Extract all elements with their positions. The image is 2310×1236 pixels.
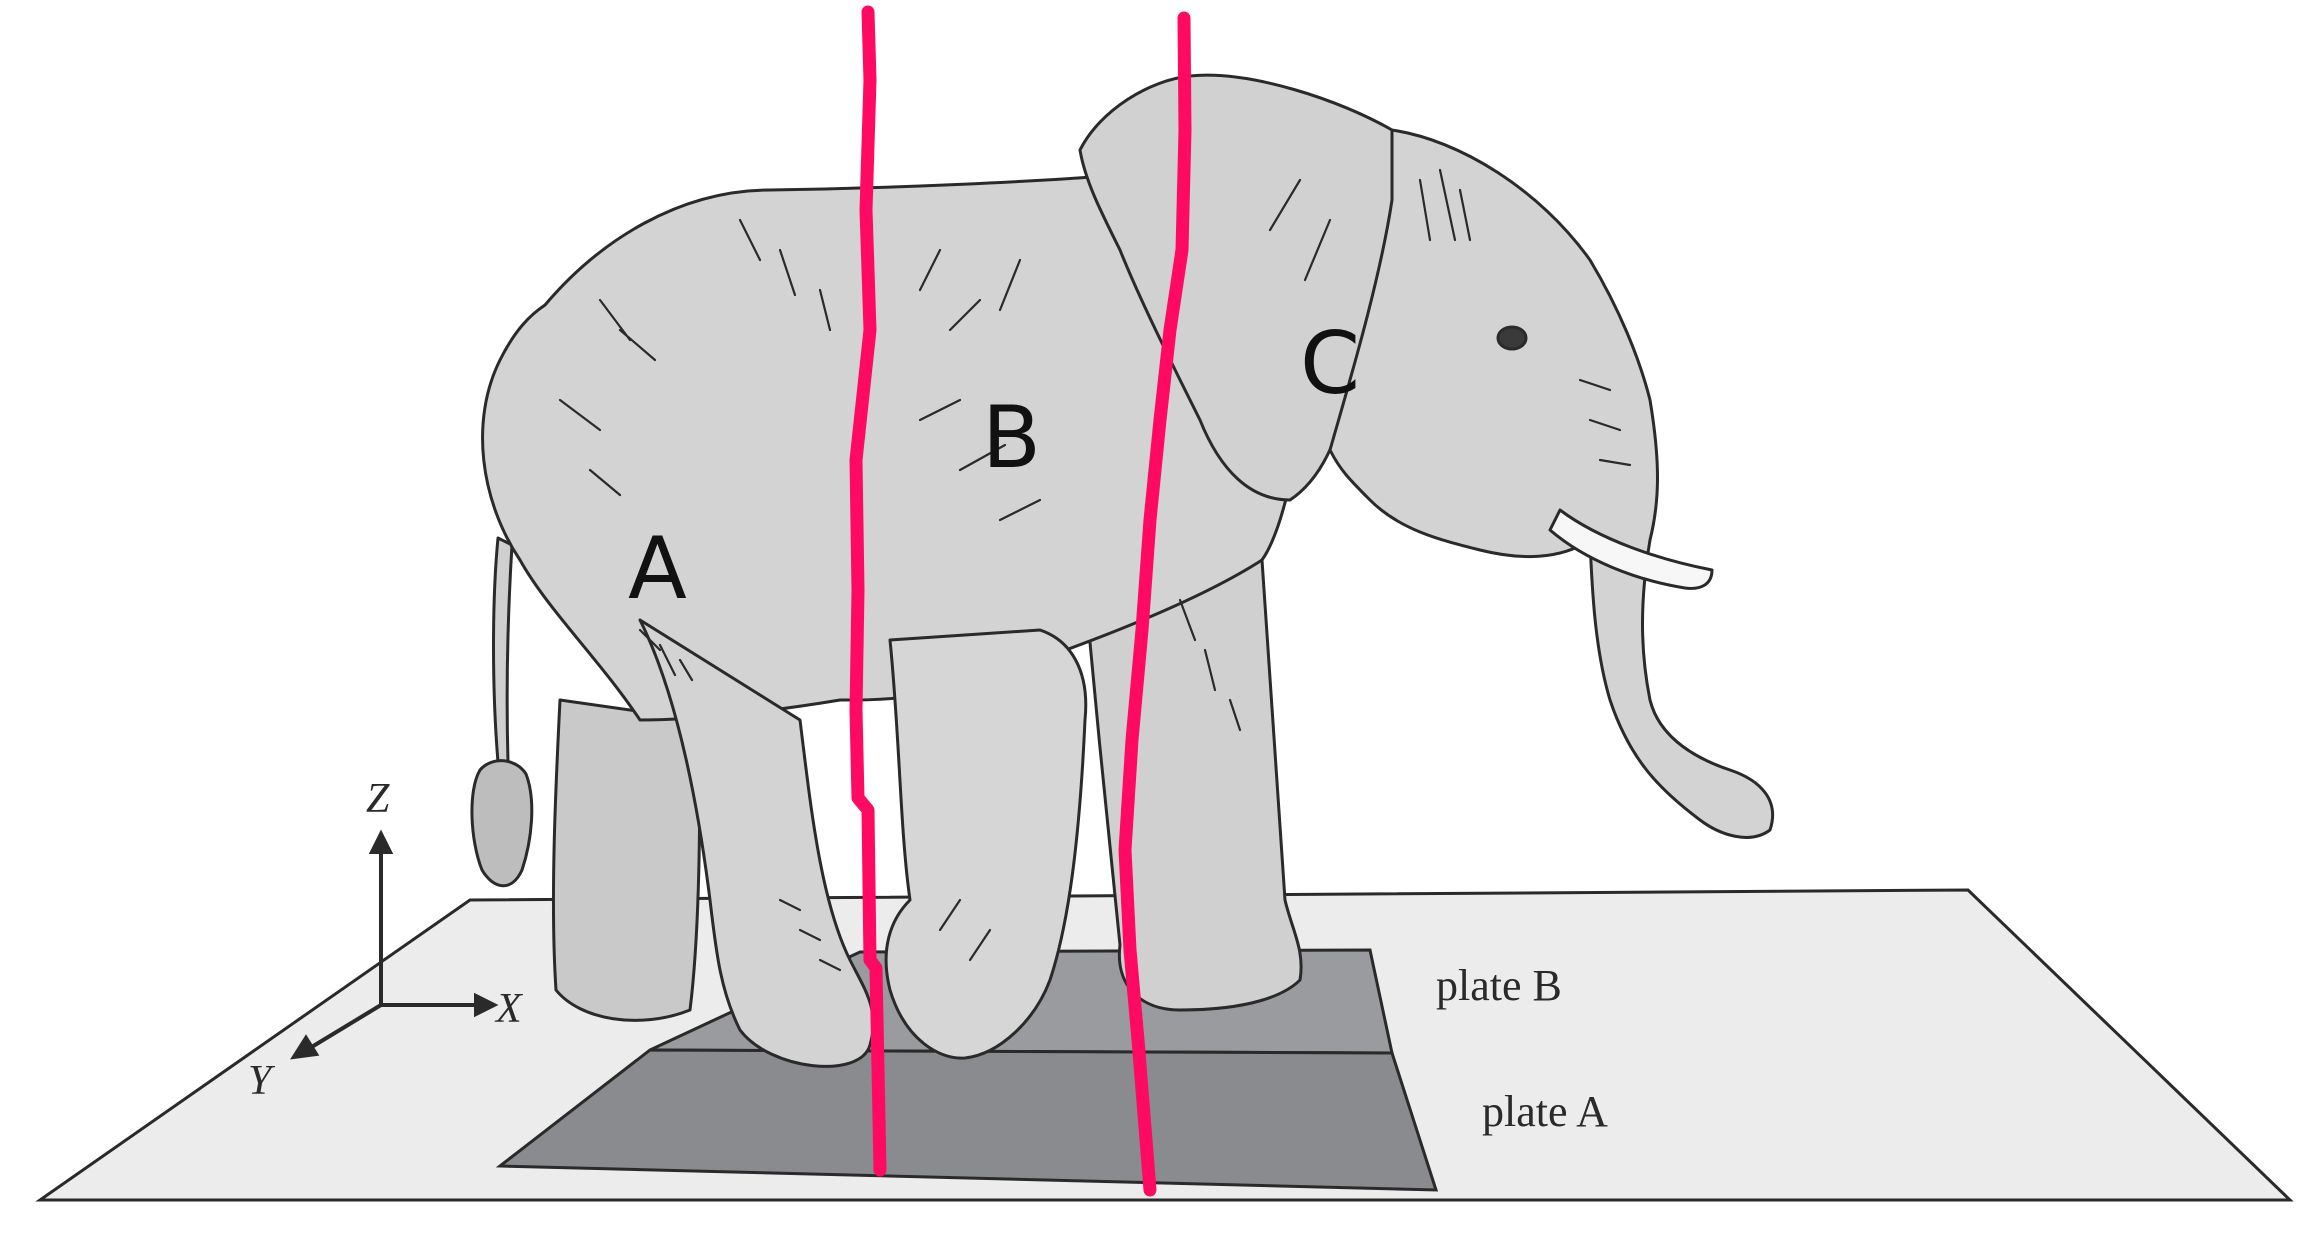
elephant-head	[1330, 130, 1773, 837]
region-label-b: B	[982, 388, 1041, 488]
plate-a-label: plate A	[1482, 1087, 1608, 1136]
axis-z-arrowhead	[372, 834, 390, 852]
axis-x-label: X	[494, 986, 524, 1032]
plate-b-label: plate B	[1436, 961, 1562, 1010]
axis-z-label: Z	[366, 776, 390, 822]
elephant-tail	[494, 538, 513, 762]
elephant-far-hind-leg	[553, 700, 700, 1020]
elephant-eye	[1498, 327, 1526, 349]
elephant-tail-tuft	[472, 761, 532, 886]
region-label-c: C	[1300, 314, 1360, 414]
plate-a-surface	[500, 1050, 1436, 1190]
region-label-a: A	[628, 519, 687, 619]
